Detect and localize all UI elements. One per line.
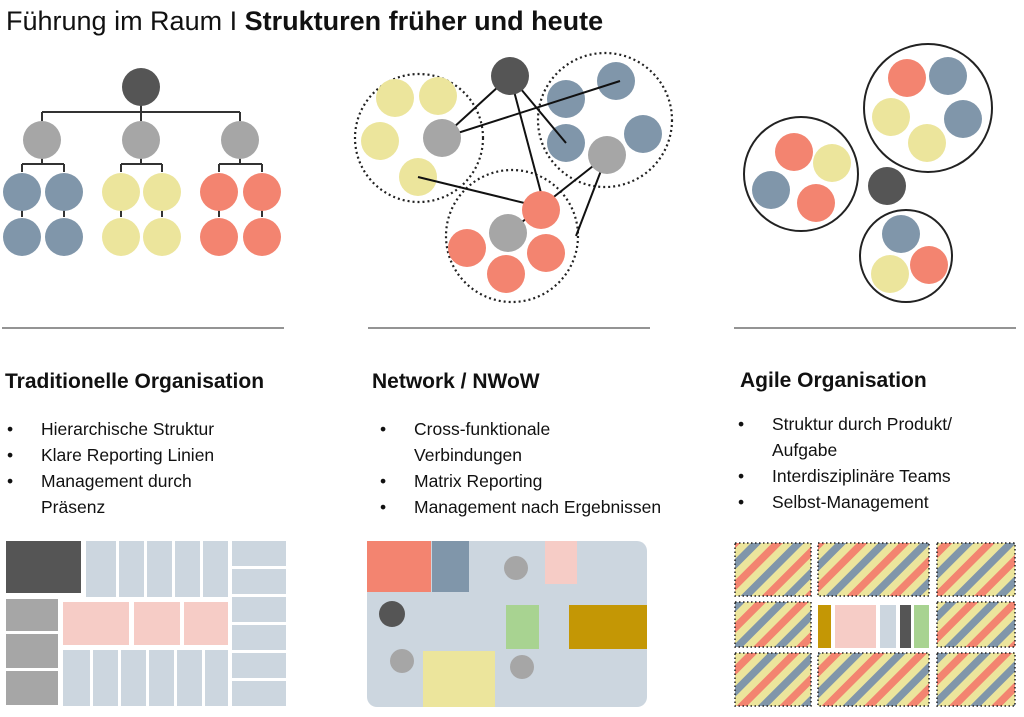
column-heading-traditional: Traditionelle Organisation	[5, 370, 265, 393]
network-cluster-boundary	[353, 72, 485, 204]
team-node	[143, 173, 181, 211]
list-item: Management nach Ergebnissen	[378, 494, 708, 520]
list-item: Matrix Reporting	[378, 468, 708, 494]
bullet-list-network: Cross-funktionale Verbindungen Matrix Re…	[378, 416, 708, 520]
title-bold: Strukturen früher und heute	[244, 6, 604, 36]
list-item: Hierarchische Struktur	[5, 416, 295, 442]
list-item: Interdisziplinäre Teams	[736, 463, 1024, 489]
hierarchy-diagram	[21, 105, 263, 217]
agile-floorplan	[734, 542, 1016, 707]
team-node	[200, 173, 238, 211]
list-item: Management durch Präsenz	[5, 468, 221, 520]
team-node	[3, 173, 41, 211]
hierarchy-nodes	[3, 68, 281, 256]
network-floorplan	[367, 541, 647, 707]
team-node	[45, 173, 83, 211]
manager-node	[221, 121, 259, 159]
agile-diagram	[743, 43, 993, 303]
team-node	[102, 218, 140, 256]
list-item: Selbst-Management	[736, 489, 1024, 515]
list-item: Struktur durch Produkt/ Aufgabe	[736, 411, 990, 463]
team-node	[45, 218, 83, 256]
traditional-floorplan	[6, 541, 286, 706]
team-node	[102, 173, 140, 211]
network-lead-node	[491, 57, 529, 95]
team-node	[243, 218, 281, 256]
team-node	[143, 218, 181, 256]
column-heading-network: Network / NWoW	[372, 370, 540, 393]
team-node	[3, 218, 41, 256]
ceo-node	[122, 68, 160, 106]
manager-node	[122, 121, 160, 159]
list-item: Cross-funktionale Verbindungen	[378, 416, 584, 468]
agile-lead-node	[868, 167, 906, 205]
title-prefix: Führung im Raum I	[6, 6, 245, 36]
network-cluster-boundary	[444, 168, 580, 304]
page-title: Führung im Raum I Strukturen früher und …	[6, 6, 603, 37]
network-diagram	[353, 51, 674, 304]
bullet-list-traditional: Hierarchische Struktur Klare Reporting L…	[5, 416, 295, 520]
network-cluster-boundary	[536, 51, 674, 189]
list-item: Klare Reporting Linien	[5, 442, 295, 468]
team-node	[243, 173, 281, 211]
manager-node	[23, 121, 61, 159]
bullet-list-agile: Struktur durch Produkt/ Aufgabe Interdis…	[736, 411, 1024, 515]
team-node	[200, 218, 238, 256]
column-heading-agile: Agile Organisation	[740, 369, 927, 392]
